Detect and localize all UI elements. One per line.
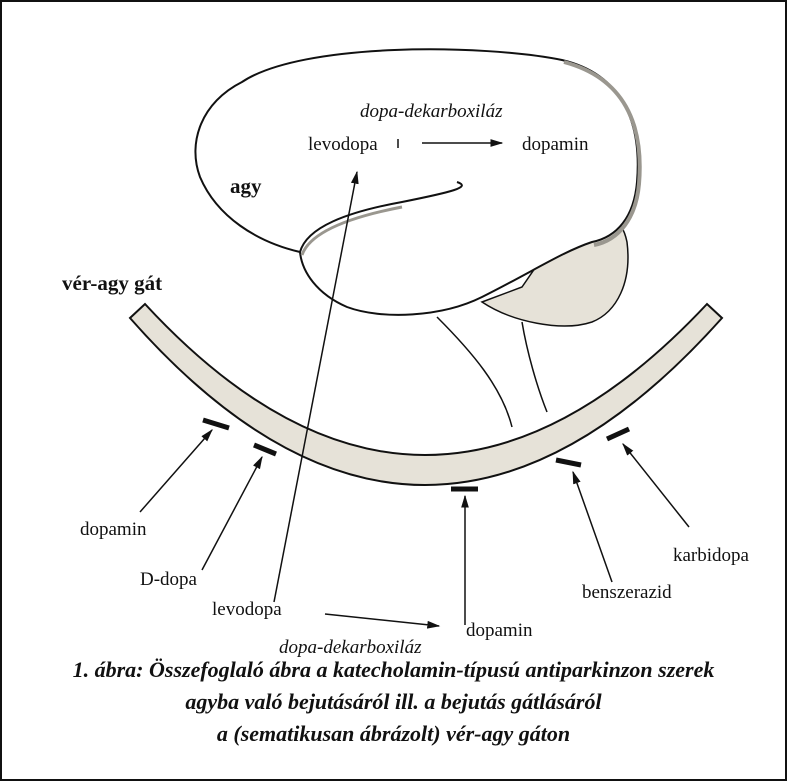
brain-levodopa-label: levodopa bbox=[308, 134, 378, 155]
brainstem-line-left bbox=[437, 317, 512, 427]
brainstem-line-right bbox=[522, 322, 547, 412]
figure-caption: 1. ábra: Összefoglaló ábra a katecholami… bbox=[12, 654, 775, 750]
caption-line-1: 1. ábra: Összefoglaló ábra a katecholami… bbox=[12, 654, 775, 686]
benszerazid-blocked-arrow bbox=[556, 460, 612, 582]
benszerazid-label: benszerazid bbox=[582, 582, 672, 603]
levodopa-label: levodopa bbox=[212, 599, 282, 620]
dopamin-blocked-arrow bbox=[140, 420, 229, 512]
caption-line-2: agyba való bejutásáról ill. a bejutás gá… bbox=[12, 686, 775, 718]
caption-line-3: a (sematikusan ábrázolt) vér-agy gáton bbox=[12, 718, 775, 750]
dopamin-blocked-label: dopamin bbox=[80, 519, 147, 540]
d-dopa-label: D-dopa bbox=[140, 569, 198, 590]
brain-dopamin-label: dopamin bbox=[522, 134, 589, 155]
karbidopa-blocked-arrow bbox=[607, 429, 689, 527]
dopamin-peripheral-blocked-arrow bbox=[451, 489, 478, 625]
brain-enzyme-label: dopa-dekarboxiláz bbox=[360, 101, 503, 122]
barrier-label: vér-agy gát bbox=[62, 271, 162, 295]
d-dopa-blocked-arrow bbox=[202, 445, 276, 570]
karbidopa-label: karbidopa bbox=[673, 545, 750, 566]
peripheral-conversion-arrow bbox=[325, 614, 439, 626]
dopamin-peripheral-label: dopamin bbox=[466, 620, 533, 641]
brain-label: agy bbox=[230, 174, 262, 198]
